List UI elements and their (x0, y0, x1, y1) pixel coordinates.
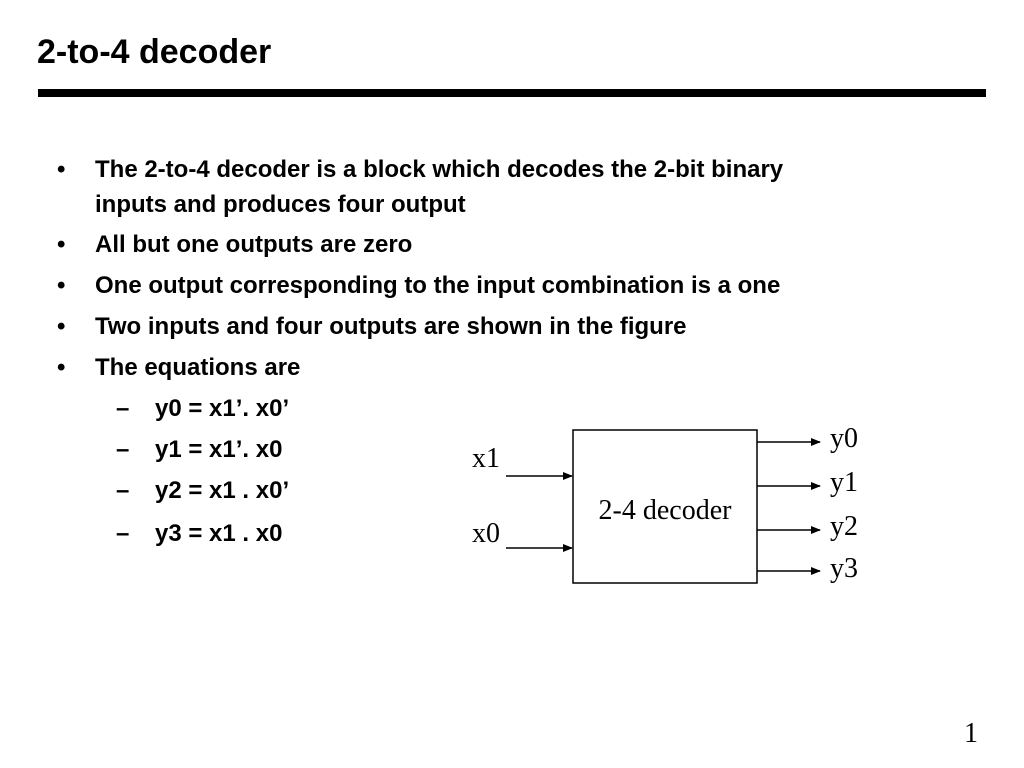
output-label-y2: y2 (830, 511, 858, 542)
sub-bullet-mark: – (116, 436, 130, 463)
bullet-mark: • (57, 272, 66, 299)
bullet-text: All but one outputs are zero (95, 231, 413, 258)
output-label-y0: y0 (830, 423, 858, 454)
input-label-x0: x0 (472, 518, 500, 549)
bullet-mark: • (57, 231, 66, 258)
equation-text: y3 = x1 . x0 (155, 520, 283, 547)
equation-text: y2 = x1 . x0’ (155, 477, 290, 504)
sub-bullet-mark: – (116, 520, 130, 547)
title-rule (38, 89, 986, 97)
input-label-x1: x1 (472, 443, 500, 474)
bullet-mark: • (57, 156, 66, 183)
decoder-block-label: 2-4 decoder (599, 495, 733, 526)
bullet-mark: • (57, 313, 66, 340)
bullet-mark: • (57, 354, 66, 381)
decoder-block (572, 429, 758, 584)
bullet-text: One output corresponding to the input co… (95, 272, 781, 299)
output-label-y3: y3 (830, 553, 858, 584)
bullet-text: The equations are (95, 354, 301, 381)
equation-text: y1 = x1’. x0 (155, 436, 283, 463)
sub-bullet-mark: – (116, 477, 130, 504)
bullet-text: inputs and produces four output (95, 191, 466, 218)
sub-bullet-mark: – (116, 395, 130, 422)
equation-text: y0 = x1’. x0’ (155, 395, 290, 422)
slide-title: 2-to-4 decoder (37, 33, 272, 71)
bullet-text: Two inputs and four outputs are shown in… (95, 313, 687, 340)
bullet-text: The 2-to-4 decoder is a block which deco… (95, 156, 784, 183)
output-label-y1: y1 (830, 467, 858, 498)
page-number: 1 (964, 718, 978, 749)
